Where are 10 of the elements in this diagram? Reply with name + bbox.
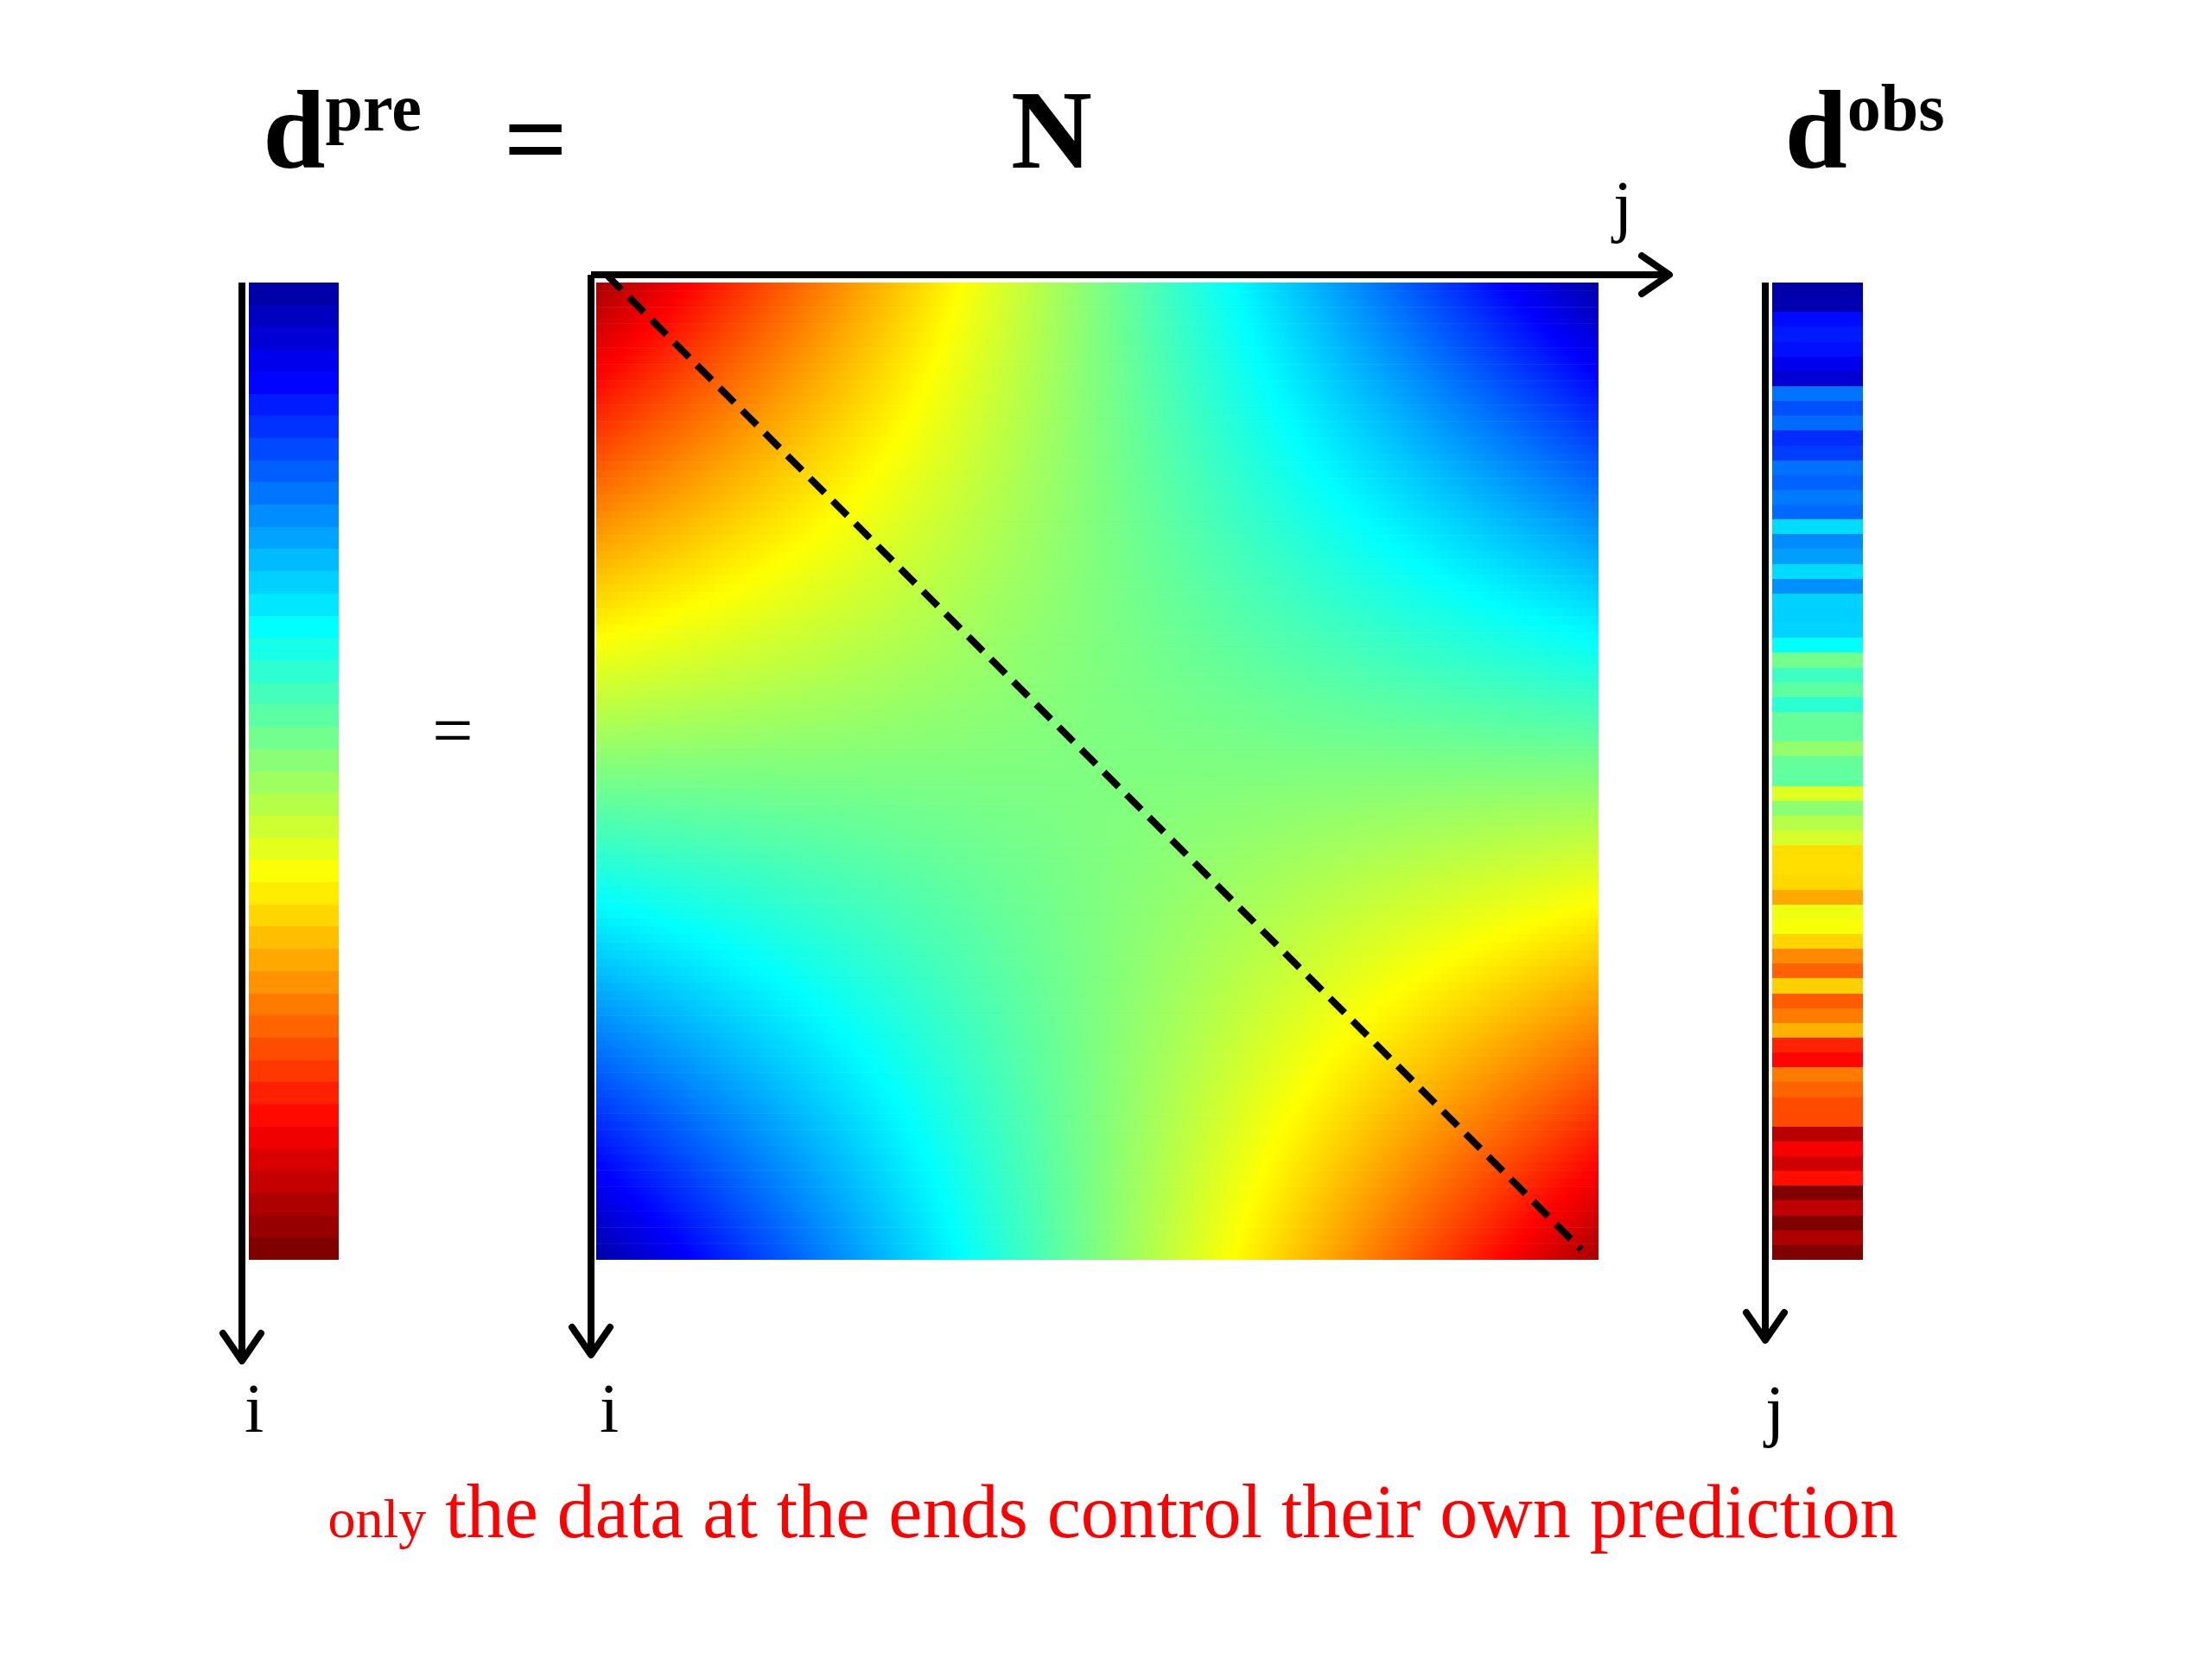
equals-sign: = — [503, 82, 569, 194]
axis-label: i — [244, 1370, 264, 1448]
axis-label: i — [599, 1370, 620, 1448]
axis-label: j — [1612, 167, 1633, 245]
caption: only the data at the ends control their own prediction — [327, 1469, 1898, 1556]
matrix-symbol: N — [1011, 73, 1092, 186]
equals-sign: = — [432, 689, 474, 772]
vector-symbol: d$^{pre}$ — [263, 73, 422, 186]
axis-label: j — [1764, 1371, 1785, 1450]
vector-symbol: d$^{obs}$ — [1784, 73, 1945, 186]
